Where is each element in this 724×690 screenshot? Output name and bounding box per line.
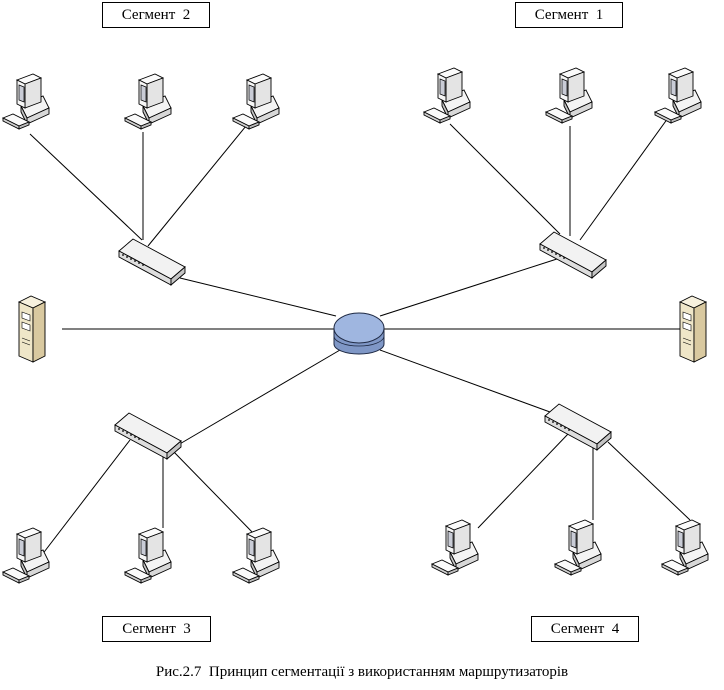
segment-4-label: Сегмент 4 bbox=[531, 616, 639, 642]
link-router-switch-seg3 bbox=[177, 349, 341, 446]
workstation-icon bbox=[2, 527, 50, 584]
server-icon bbox=[679, 295, 707, 363]
link-seg1-pc1 bbox=[449, 123, 561, 235]
switch-icon bbox=[544, 403, 612, 451]
workstation-icon bbox=[431, 519, 479, 576]
link-seg4-pc3 bbox=[607, 441, 691, 521]
server-icon bbox=[18, 295, 46, 363]
link-seg3-pc3 bbox=[171, 449, 257, 537]
link-router-switch-seg1 bbox=[379, 257, 561, 317]
workstation-icon bbox=[2, 73, 50, 130]
workstation-icon bbox=[124, 73, 172, 130]
workstation-icon bbox=[232, 73, 280, 130]
workstation-icon bbox=[232, 527, 280, 584]
workstation-icon bbox=[554, 519, 602, 576]
workstation-icon bbox=[654, 67, 702, 124]
segment-1-label: Сегмент 1 bbox=[515, 2, 623, 28]
link-seg1-pc3 bbox=[579, 117, 669, 241]
segment-2-label: Сегмент 2 bbox=[102, 2, 210, 28]
segment-3-label: Сегмент 3 bbox=[102, 616, 211, 642]
link-router-switch-seg4 bbox=[379, 349, 551, 413]
switch-icon bbox=[114, 412, 182, 460]
link-seg4-pc1 bbox=[477, 433, 569, 529]
figure-caption: Рис.2.7 Принцип сегментації з використан… bbox=[155, 664, 569, 680]
switch-icon bbox=[118, 238, 186, 286]
link-router-switch-seg2 bbox=[179, 277, 337, 317]
workstation-icon bbox=[661, 519, 709, 576]
workstation-icon bbox=[423, 67, 471, 124]
workstation-icon bbox=[124, 527, 172, 584]
workstation-icon bbox=[545, 67, 593, 124]
router-icon bbox=[333, 312, 385, 355]
link-seg2-pc3 bbox=[147, 125, 247, 247]
connection-lines bbox=[29, 117, 691, 561]
link-seg2-pc1 bbox=[29, 133, 143, 241]
switch-icon bbox=[539, 231, 607, 279]
link-seg3-pc1 bbox=[37, 439, 131, 561]
